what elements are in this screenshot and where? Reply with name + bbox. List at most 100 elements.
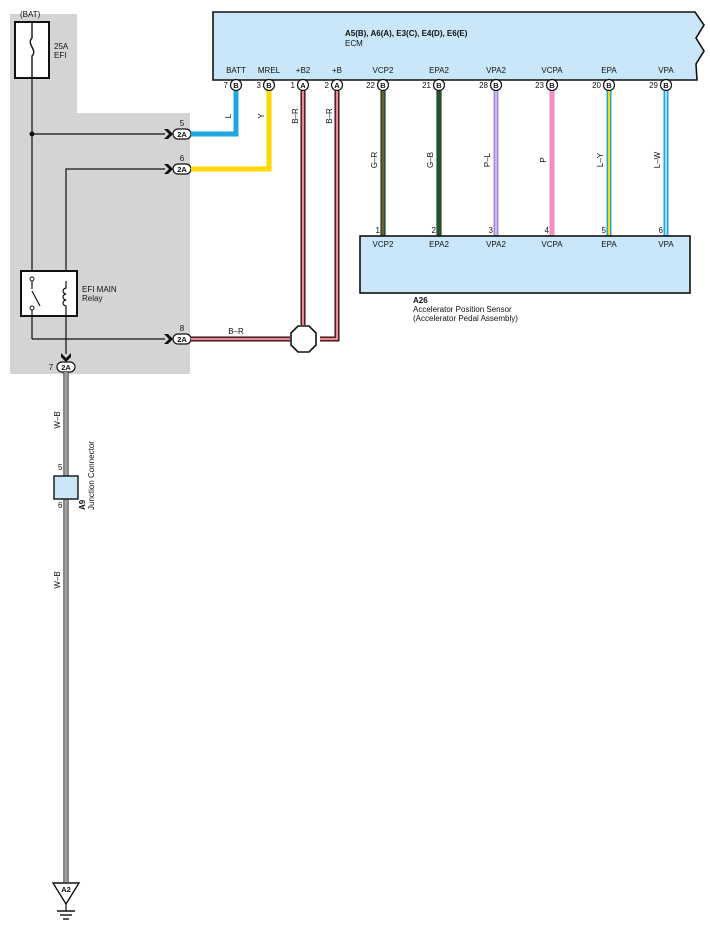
- ecm-pin-vpa-num: 29: [649, 81, 658, 90]
- ecm-conn-batt-code: B: [233, 81, 239, 90]
- fuse-efi: [14, 21, 50, 79]
- sensor-code: A26: [413, 296, 428, 305]
- ecm-pin-vcp2-num: 22: [366, 81, 375, 90]
- ecm-pin-epa2-num: 21: [422, 81, 431, 90]
- sensor-pin-3-label: VPA2: [486, 240, 506, 249]
- ground-symbol: [51, 882, 81, 920]
- ground-code: A2: [61, 885, 71, 894]
- sensor-pin-2-num: 2: [432, 226, 437, 235]
- ecm-conn-vpa-code: B: [663, 81, 669, 90]
- wire-l-batt: [191, 91, 239, 137]
- wire-label-b2: B–R: [291, 108, 300, 124]
- ecm-conn-vcp2-code: B: [380, 81, 386, 90]
- wire-label-epa: L–Y: [596, 152, 605, 167]
- ecm-conn-batt: [229, 78, 243, 92]
- ecm-pin-mrel-label: MREL: [258, 66, 281, 75]
- ecm-pin-b-label: +B: [332, 66, 342, 75]
- ecm-pin-b-num: 2: [325, 81, 330, 90]
- ecm-conn-vcpa-code: B: [549, 81, 555, 90]
- ecm-pin-vpa2-num: 28: [479, 81, 488, 90]
- bat-label: (BAT): [20, 10, 41, 19]
- ecm-conn-b2-code: A: [300, 81, 306, 90]
- sensor-pin-5-label: EPA: [601, 240, 617, 249]
- ecm-pin-vcpa-label: VCPA: [541, 66, 563, 75]
- junction-pin-7-conn: 2A: [61, 363, 71, 372]
- ecm-pin-vcpa-num: 23: [535, 81, 544, 90]
- ecm-body: [212, 11, 705, 81]
- junction-pin-7: [56, 353, 76, 373]
- ecm-pin-batt-label: BATT: [226, 66, 246, 75]
- wire-label-epa2: G–B: [426, 152, 435, 168]
- ecm-pin-epa-label: EPA: [601, 66, 617, 75]
- wire-label-batt: L: [224, 113, 233, 118]
- ecm-pin-b2-num: 1: [291, 81, 296, 90]
- junction-pin-6-num: 6: [180, 154, 185, 163]
- wire-label-wb-2: W–B: [53, 571, 62, 588]
- sensor-pin-1-label: VCP2: [373, 240, 394, 249]
- wire-label-vpa: L–W: [653, 151, 662, 168]
- relay-label-2: Relay: [82, 294, 102, 303]
- ecm-pin-batt-num: 7: [224, 81, 229, 90]
- ecm-conn-epa-code: B: [606, 81, 612, 90]
- fuse-rating: 25A: [54, 42, 69, 51]
- sensor-body: [359, 235, 691, 294]
- junction-pin-6: [164, 163, 192, 175]
- ecm-pin-epa-num: 20: [592, 81, 601, 90]
- ecm-conn-b: [330, 78, 344, 92]
- junction-pin-5: [164, 128, 192, 140]
- ecm-conn-vpa: [659, 78, 673, 92]
- junction-pin-5-num: 5: [180, 119, 185, 128]
- sensor-pin-4-num: 4: [545, 226, 550, 235]
- sensor-pin-4-label: VCPA: [541, 240, 563, 249]
- sensor-pin-6-num: 6: [659, 226, 664, 235]
- wire-label-wb-1: W–B: [53, 411, 62, 428]
- wire-br-b: [320, 91, 340, 342]
- junction-a9-pin-top: 5: [58, 463, 63, 472]
- ecm-conn-b-code: A: [334, 81, 340, 90]
- ecm-conn-vpa2-code: B: [493, 81, 499, 90]
- junction-pin-6-conn: 2A: [177, 165, 187, 174]
- sensor-name-2: (Accelerator Pedal Assembly): [413, 314, 518, 323]
- wire-label-vcp2: G–R: [370, 152, 379, 169]
- wire-label-vpa2: P–L: [483, 152, 492, 167]
- ecm-conn-vpa2: [489, 78, 503, 92]
- junction-connector-a9: [53, 475, 79, 500]
- sensor-name-1: Accelerator Position Sensor: [413, 305, 512, 314]
- ecm-pin-mrel-num: 3: [257, 81, 262, 90]
- ecm-pin-b2-label: +B2: [296, 66, 311, 75]
- wire-label-mrel: Y: [257, 113, 266, 119]
- sensor-pin-2-label: EPA2: [429, 240, 449, 249]
- sensor-pin-6-label: VPA: [658, 240, 674, 249]
- splice-point: [290, 325, 317, 353]
- wire-label-b: B–R: [325, 108, 334, 124]
- ecm-name: ECM: [345, 39, 363, 48]
- junction-a9-code: A9: [78, 499, 87, 510]
- ecm-pin-vcp2-label: VCP2: [373, 66, 394, 75]
- ecm-conn-epa2-code: B: [436, 81, 442, 90]
- junction-pin-7-num: 7: [49, 363, 54, 372]
- ecm-conn-epa: [602, 78, 616, 92]
- ecm-title: A5(B), A6(A), E3(C), E4(D), E6(E): [345, 29, 468, 38]
- ecm-pin-vpa2-label: VPA2: [486, 66, 506, 75]
- ecm-conn-epa2: [432, 78, 446, 92]
- ecm-pin-epa2-label: EPA2: [429, 66, 449, 75]
- ecm-conn-b2: [296, 78, 310, 92]
- ecm-conn-mrel-code: B: [266, 81, 272, 90]
- junction-pin-8-num: 8: [180, 324, 185, 333]
- relay-label-1: EFI MAIN: [82, 285, 117, 294]
- efi-main-relay: [20, 270, 78, 317]
- junction-a9-name: Junction Connector: [87, 441, 96, 510]
- fuse-name: EFI: [54, 51, 66, 60]
- wire-label-vcpa: P: [539, 157, 548, 162]
- sensor-pin-3-num: 3: [489, 226, 494, 235]
- junction-a9-pin-bottom: 6: [58, 501, 63, 510]
- wire-label-relay: B–R: [228, 327, 244, 336]
- wire-y-mrel: [191, 91, 272, 172]
- ecm-conn-mrel: [262, 78, 276, 92]
- sensor-pin-5-num: 5: [602, 226, 607, 235]
- ecm-conn-vcp2: [376, 78, 390, 92]
- ecm-conn-vcpa: [545, 78, 559, 92]
- junction-pin-8-conn: 2A: [177, 335, 187, 344]
